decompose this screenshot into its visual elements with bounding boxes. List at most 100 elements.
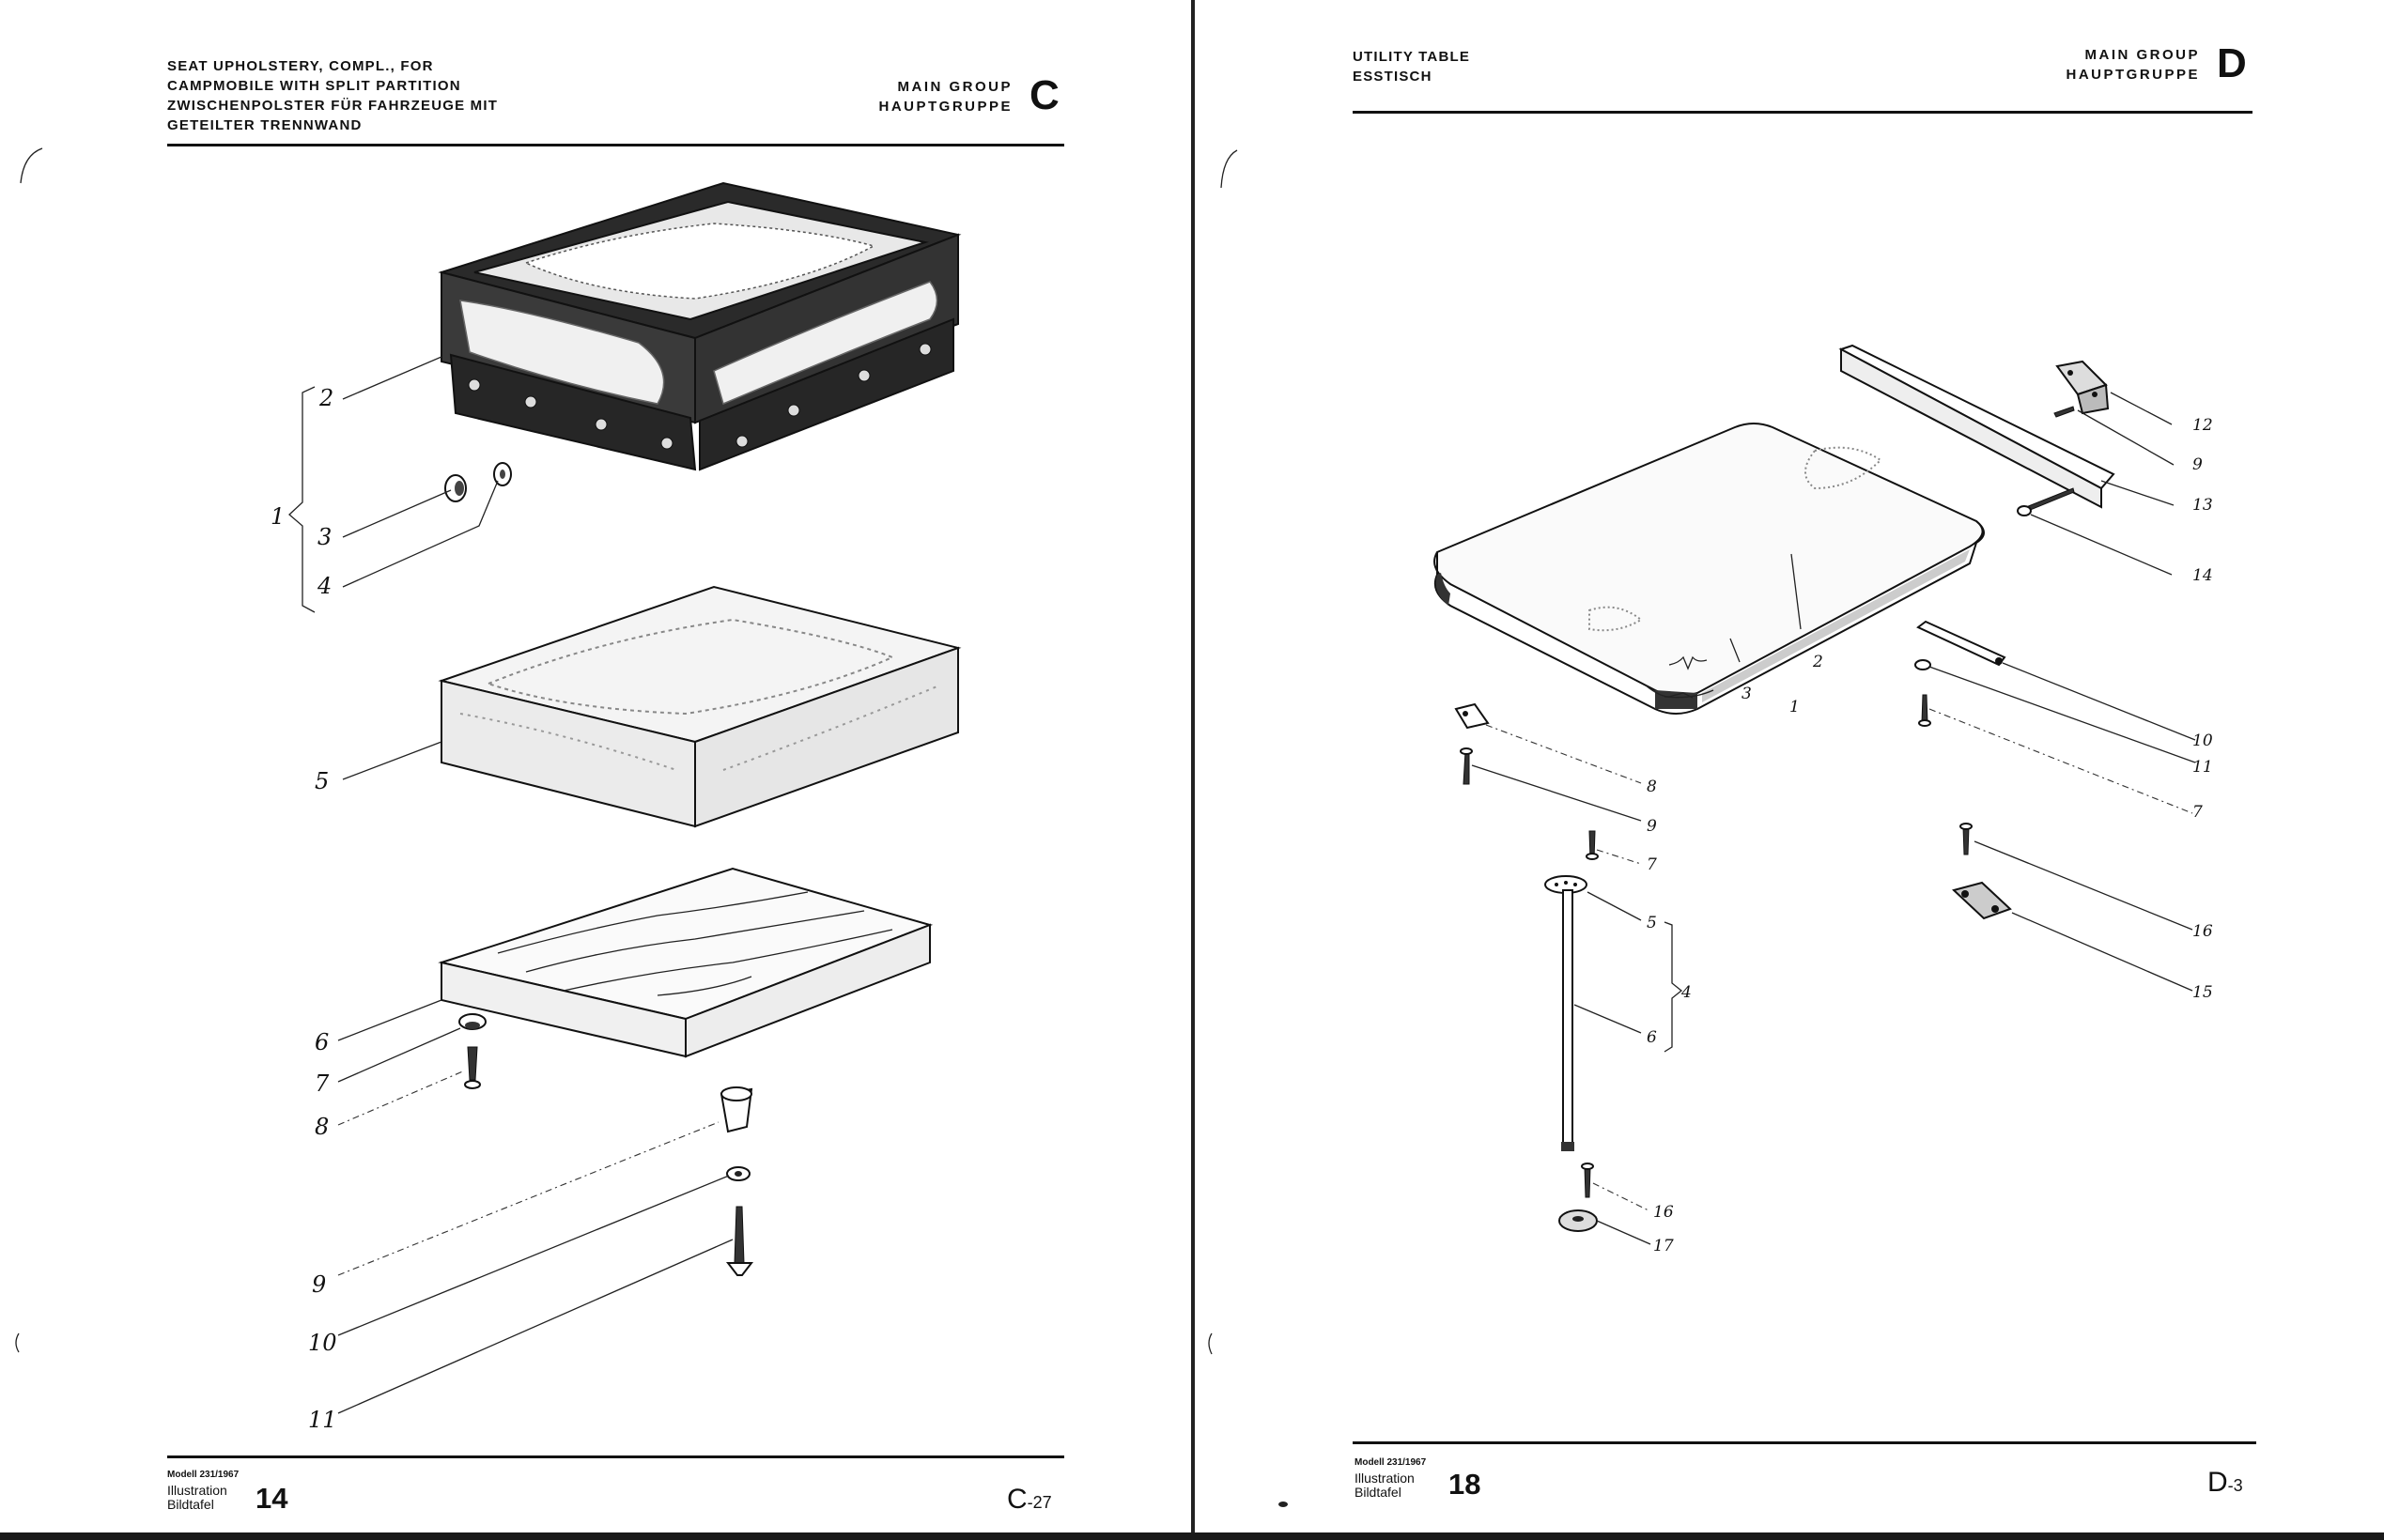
right-illustration-number: 18 xyxy=(1448,1468,1481,1501)
leader-line xyxy=(337,1175,730,1336)
leader-line xyxy=(1573,1004,1642,1034)
leader-line xyxy=(342,489,452,538)
hinge-bracket-drawing xyxy=(2055,360,2110,415)
leader-line xyxy=(2077,409,2175,466)
screw-drawing xyxy=(1584,1165,1591,1198)
part-label-7: 7 xyxy=(1647,855,1657,874)
leader-line xyxy=(337,1027,461,1083)
left-title-line-3: ZWISCHENPOLSTER FÜR FAHRZEUGE MIT xyxy=(167,98,499,114)
margin-mark xyxy=(1220,149,1238,189)
left-title-line-2: CAMPMOBILE WITH SPLIT PARTITION xyxy=(167,78,461,94)
part-label-4: 4 xyxy=(317,573,332,599)
part-label-16: 16 xyxy=(1653,1203,1674,1222)
right-page: UTILITY TABLE ESSTISCH MAIN GROUP HAUPTG… xyxy=(1195,0,2384,1540)
left-title-line-4: GETEILTER TRENNWAND xyxy=(167,117,363,133)
leader-line xyxy=(1485,724,1642,784)
part-label-13: 13 xyxy=(2192,496,2213,515)
right-main-group-en: MAIN GROUP xyxy=(2084,47,2200,63)
part-label-6: 6 xyxy=(1647,1028,1657,1047)
leader-line xyxy=(1928,708,2193,814)
part-label-7: 7 xyxy=(2192,803,2203,822)
part-label-17: 17 xyxy=(1653,1237,1674,1255)
leader-line xyxy=(337,1070,466,1126)
table-top-drawing xyxy=(1433,423,1985,715)
margin-mark xyxy=(20,147,43,184)
leader-line xyxy=(1729,638,1741,663)
right-main-group-letter: D xyxy=(2217,40,2247,86)
scan-bottom-edge xyxy=(0,1532,2384,1540)
right-page-title: UTILITY TABLE ESSTISCH xyxy=(1353,47,1470,86)
left-illustration-number: 14 xyxy=(255,1482,288,1515)
leader-line xyxy=(337,999,442,1041)
left-exploded-diagram: 1 2 3 4 5 6 7 8 9 10 11 xyxy=(15,147,962,1433)
group-brace xyxy=(288,386,316,613)
right-illustration-label: Illustration Bildtafel xyxy=(1355,1471,1415,1500)
left-main-group-letter: C xyxy=(1029,72,1060,118)
part-label-8: 8 xyxy=(315,1114,329,1140)
group-brace xyxy=(1668,655,1708,670)
left-page: SEAT UPHOLSTERY, COMPL., FOR CAMPMOBILE … xyxy=(0,0,1191,1540)
leader-line xyxy=(337,1121,720,1276)
leader-line xyxy=(1596,849,1642,865)
screw-drawing xyxy=(1921,694,1928,724)
leader-line xyxy=(337,1239,734,1414)
part-label-14: 14 xyxy=(2192,566,2213,585)
leader-line xyxy=(342,480,499,588)
right-modell: Modell 231/1967 xyxy=(1355,1457,1427,1468)
clip-drawing xyxy=(1454,702,1490,730)
part-label-1: 1 xyxy=(1789,698,1800,716)
part-label-5: 5 xyxy=(315,768,329,794)
part-label-4: 4 xyxy=(1680,983,1692,1002)
right-title-line-1: UTILITY TABLE xyxy=(1353,49,1471,65)
group-brace xyxy=(1668,692,1694,699)
left-illustration-label: Illustration Bildtafel xyxy=(167,1484,227,1512)
part-label-2: 2 xyxy=(1812,653,1823,671)
part-label-3: 3 xyxy=(1742,685,1752,703)
left-page-ref-main: C xyxy=(1007,1484,1028,1515)
left-main-group: MAIN GROUP HAUPTGRUPPE xyxy=(845,77,1013,116)
screw-drawing xyxy=(2053,406,2075,418)
left-title-line-1: SEAT UPHOLSTERY, COMPL., FOR xyxy=(167,58,434,74)
right-exploded-diagram: 1 2 3 4 5 6 7 7 8 9 9 10 11 12 13 14 15 … xyxy=(1208,149,2213,1507)
lock-bracket-drawing xyxy=(1952,881,2012,920)
part-label-11: 11 xyxy=(308,1407,337,1433)
left-illustration-de: Bildtafel xyxy=(167,1497,214,1512)
part-label-9: 9 xyxy=(1647,817,1657,836)
part-label-5: 5 xyxy=(1647,914,1657,932)
right-illustration-de: Bildtafel xyxy=(1355,1485,1401,1500)
part-label-1: 1 xyxy=(271,503,285,530)
group-brace xyxy=(1664,921,1683,1053)
part-label-9: 9 xyxy=(312,1271,326,1298)
right-footer-rule xyxy=(1353,1441,2256,1444)
part-label-6: 6 xyxy=(315,1029,329,1055)
leader-line xyxy=(2110,392,2173,425)
left-footer-rule xyxy=(167,1455,1064,1458)
right-main-group: MAIN GROUP HAUPTGRUPPE xyxy=(2033,45,2200,85)
leader-line xyxy=(1592,1182,1651,1212)
leader-line xyxy=(1974,840,2193,931)
margin-mark xyxy=(1208,1332,1213,1355)
right-header-rule xyxy=(1353,111,2252,114)
screw-drawing xyxy=(1962,825,1970,855)
right-page-ref: D-3 xyxy=(2207,1467,2243,1499)
leader-line xyxy=(2100,480,2175,506)
left-modell: Modell 231/1967 xyxy=(167,1470,240,1480)
leader-line xyxy=(1587,891,1642,921)
left-page-ref: C-27 xyxy=(1007,1484,1052,1516)
right-illustration-en: Illustration xyxy=(1355,1471,1415,1486)
right-title-line-2: ESSTISCH xyxy=(1353,69,1432,85)
foam-block-drawing xyxy=(438,585,962,828)
part-label-16: 16 xyxy=(2192,922,2213,941)
leader-line xyxy=(1928,666,2196,763)
leader-line xyxy=(342,741,442,780)
fastener-parts-drawing xyxy=(458,1013,754,1276)
leader-line xyxy=(1596,1220,1651,1245)
button-parts-drawing xyxy=(444,462,512,502)
page-mark xyxy=(1278,1502,1288,1507)
part-label-3: 3 xyxy=(317,524,332,550)
leader-line xyxy=(2011,912,2193,992)
support-rail-drawing xyxy=(1838,344,2115,509)
part-label-7: 7 xyxy=(315,1070,330,1097)
seat-board-drawing xyxy=(438,867,934,1058)
left-main-group-de: HAUPTGRUPPE xyxy=(878,99,1013,115)
